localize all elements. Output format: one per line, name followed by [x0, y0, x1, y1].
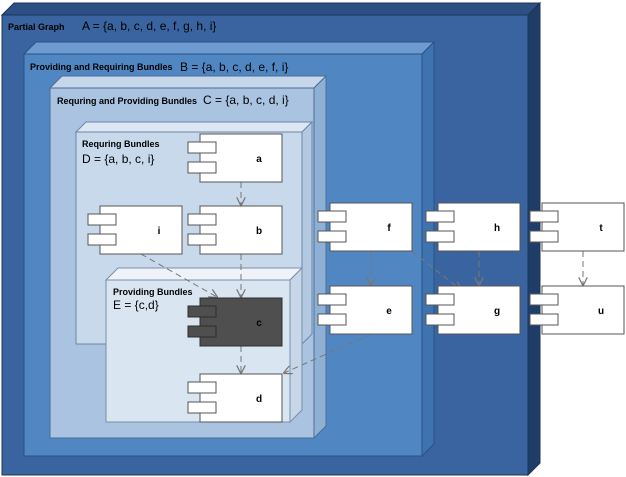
component-port-icon [187, 141, 217, 154]
component-node-f[interactable]: f [317, 202, 413, 252]
component-port-icon [317, 293, 347, 306]
component-node-t[interactable]: t [529, 202, 625, 252]
component-port-icon [187, 213, 217, 226]
component-label: h [494, 223, 500, 234]
component-label: i [158, 226, 161, 237]
component-body [541, 285, 625, 335]
component-body [199, 297, 283, 347]
container-providing-side [289, 266, 303, 424]
container-partial-title: Partial Graph [8, 22, 65, 32]
component-port-icon [317, 210, 347, 223]
component-label: t [599, 223, 603, 234]
container-providing-set: E = {c,d} [113, 298, 159, 312]
container-requiring-set: D = {a, b, c, i} [82, 152, 154, 166]
container-requiring-side [301, 120, 313, 346]
component-node-c[interactable]: c [187, 297, 283, 347]
component-body [199, 373, 283, 423]
component-body [199, 205, 283, 255]
component-node-b[interactable]: b [187, 205, 283, 255]
container-partial-top [0, 2, 542, 16]
edge-i-to-c [140, 253, 217, 297]
component-port-icon [529, 313, 559, 326]
component-node-u[interactable]: u [529, 285, 625, 335]
component-node-a[interactable]: a [187, 133, 283, 183]
container-requiring-providing-title: Requring and Providing Bundles [57, 96, 197, 106]
component-body [99, 205, 183, 255]
component-body [329, 285, 413, 335]
component-label: u [598, 306, 604, 317]
component-label: f [387, 223, 391, 234]
component-label: d [256, 394, 262, 405]
container-providing-requiring-top [22, 41, 436, 55]
edge-layer [140, 182, 583, 373]
component-port-icon [529, 230, 559, 243]
component-port-icon [529, 210, 559, 223]
component-port-icon [87, 213, 117, 226]
container-requiring-providing-set: C = {a, b, c, d, i} [203, 93, 289, 107]
component-node-d[interactable]: d [187, 373, 283, 423]
component-port-icon [187, 305, 217, 318]
container-requiring-providing-top [48, 75, 328, 89]
component-port-icon [187, 161, 217, 174]
container-providing-requiring-title: Providing and Requiring Bundles [30, 62, 173, 72]
container-providing-requiring-side [421, 40, 435, 458]
component-port-icon [187, 381, 217, 394]
component-port-icon [187, 325, 217, 338]
container-requiring-top [74, 121, 314, 133]
component-label: a [256, 154, 262, 165]
edge-f-to-g [411, 250, 461, 290]
component-port-icon [187, 233, 217, 246]
component-label: e [386, 306, 392, 317]
component-node-e[interactable]: e [317, 285, 413, 335]
component-body [199, 133, 283, 183]
component-port-icon [317, 230, 347, 243]
component-port-icon [187, 401, 217, 414]
container-requiring-providing-side [313, 74, 327, 440]
container-providing-title: Providing Bundles [113, 287, 193, 297]
component-label: c [256, 318, 262, 329]
component-port-icon [425, 230, 455, 243]
component-body [437, 285, 521, 335]
component-label: g [494, 306, 500, 317]
component-port-icon [425, 293, 455, 306]
container-providing-requiring-set: B = {a, b, c, d, e, f, i} [180, 60, 288, 74]
component-port-icon [529, 293, 559, 306]
component-body [437, 202, 521, 252]
component-node-h[interactable]: h [425, 202, 521, 252]
component-port-icon [425, 313, 455, 326]
component-port-icon [87, 233, 117, 246]
component-port-icon [425, 210, 455, 223]
component-node-g[interactable]: g [425, 285, 521, 335]
container-providing-top [104, 267, 304, 281]
component-node-i[interactable]: i [87, 205, 183, 255]
container-partial-set: A = {a, b, c, d, e, f, g, h, i} [82, 19, 216, 33]
component-port-icon [317, 313, 347, 326]
component-label: b [256, 226, 262, 237]
node-layer: a b i c d f e h g t u [87, 133, 625, 423]
edge-e-to-d [284, 333, 372, 373]
container-requiring-title: Requring Bundles [82, 139, 160, 149]
component-body [329, 202, 413, 252]
component-body [541, 202, 625, 252]
